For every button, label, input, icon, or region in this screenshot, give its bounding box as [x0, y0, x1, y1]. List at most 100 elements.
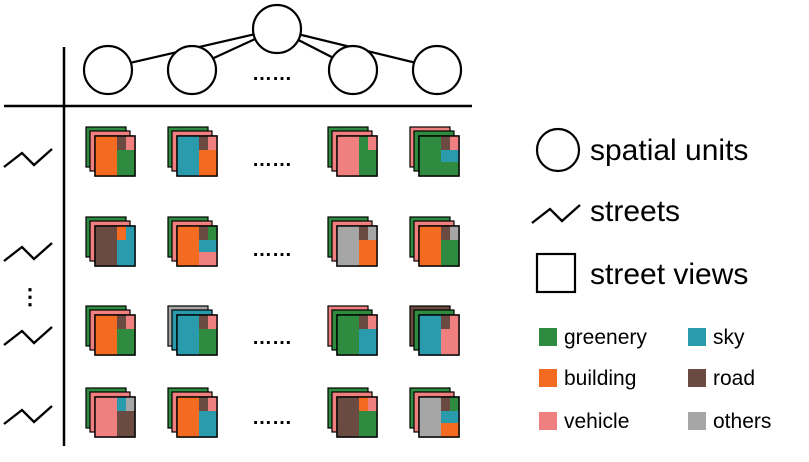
- segment-top-right: [450, 315, 459, 329]
- segment-middle: [359, 240, 377, 252]
- street-view-stack: [167, 126, 218, 177]
- street-view-stack: [167, 305, 218, 356]
- legend-item-road: road: [688, 367, 755, 390]
- street-view-stack: [409, 216, 460, 267]
- road-label: road: [713, 367, 755, 390]
- segment-bottom: [117, 162, 135, 176]
- legend-item-building: building: [539, 367, 636, 390]
- segment-bottom: [359, 252, 377, 266]
- sky-label: sky: [713, 326, 745, 349]
- segment-middle: [117, 329, 135, 341]
- segment-top-left: [359, 136, 368, 150]
- street-view-stack: [167, 387, 218, 438]
- segment-main: [337, 226, 359, 266]
- segment-middle: [117, 411, 135, 423]
- segment-middle: [441, 150, 459, 162]
- street-view-outline: [418, 225, 460, 267]
- segment-main: [177, 397, 199, 437]
- segment-bottom: [441, 162, 459, 176]
- segment-top-right: [208, 315, 217, 329]
- segment-top-right: [208, 136, 217, 150]
- segment-top-left: [117, 136, 126, 150]
- root-spatial-unit: [251, 3, 303, 55]
- street-view-outline: [336, 135, 378, 177]
- street-view-outline: [336, 225, 378, 267]
- segment-top-right: [208, 226, 217, 240]
- street-view-outline: [418, 135, 460, 177]
- vertical-ellipsis: ⋮: [19, 284, 41, 309]
- street-view-outline: [176, 225, 218, 267]
- street-view-stack: [85, 387, 136, 438]
- segment-top-right: [126, 315, 135, 329]
- segment-bottom: [199, 252, 217, 266]
- street-view-outline: [418, 314, 460, 356]
- segment-bottom: [441, 252, 459, 266]
- segment-top-right: [450, 136, 459, 150]
- segment-main: [95, 136, 117, 176]
- segment-middle: [117, 240, 135, 252]
- segment-top-left: [359, 315, 368, 329]
- legend-item-greenery: greenery: [539, 326, 647, 349]
- street-icon: [3, 148, 53, 168]
- segment-top-right: [450, 226, 459, 240]
- segment-top-left: [199, 397, 208, 411]
- street-view-outline: [94, 225, 136, 267]
- streets-label: streets: [590, 195, 680, 228]
- segment-main: [419, 136, 441, 176]
- segment-top-left: [117, 226, 126, 240]
- street-view-outline: [94, 135, 136, 177]
- street-views-label: street views: [590, 258, 748, 291]
- segment-bottom: [199, 341, 217, 355]
- building-swatch: [539, 369, 557, 387]
- street-view-stack: [409, 126, 460, 177]
- segment-middle: [199, 240, 217, 252]
- street-view-stack: [409, 305, 460, 356]
- street-view-stack: [85, 305, 136, 356]
- segment-main: [419, 397, 441, 437]
- segment-top-right: [208, 397, 217, 411]
- street-view-stack: [327, 305, 378, 356]
- segment-top-left: [199, 315, 208, 329]
- street-view-outline: [336, 314, 378, 356]
- spatial-unit-4: [411, 44, 463, 96]
- street-legend-icon: [531, 204, 581, 224]
- street-view-stack: [327, 387, 378, 438]
- segment-top-right: [126, 226, 135, 240]
- segment-top-left: [359, 226, 368, 240]
- street-view-stack: [85, 126, 136, 177]
- segment-main: [337, 397, 359, 437]
- street-view-outline: [94, 314, 136, 356]
- segment-middle: [199, 411, 217, 423]
- spatial-unit-2: [166, 44, 218, 96]
- segment-top-left: [441, 226, 450, 240]
- segment-main: [95, 397, 117, 437]
- others-label: others: [713, 410, 771, 433]
- segment-top-left: [441, 136, 450, 150]
- segment-bottom: [117, 252, 135, 266]
- segment-top-right: [368, 226, 377, 240]
- segment-middle: [359, 329, 377, 341]
- street-view-outline: [94, 396, 136, 438]
- legend-item-sky: sky: [688, 326, 745, 349]
- spatial-unit-tree: [82, 3, 463, 96]
- segment-bottom: [359, 423, 377, 437]
- segment-top-right: [368, 397, 377, 411]
- segment-top-left: [199, 136, 208, 150]
- segment-top-right: [450, 397, 459, 411]
- segment-middle: [441, 329, 459, 341]
- segment-bottom: [199, 423, 217, 437]
- segment-top-left: [117, 397, 126, 411]
- street-view-outline: [336, 396, 378, 438]
- segment-middle: [199, 150, 217, 162]
- street-icon: [3, 242, 53, 262]
- road-swatch: [688, 369, 706, 387]
- segment-top-right: [126, 136, 135, 150]
- segment-middle: [441, 411, 459, 423]
- segment-main: [95, 226, 117, 266]
- segment-middle: [359, 411, 377, 423]
- others-swatch: [688, 412, 706, 430]
- segment-main: [177, 315, 199, 355]
- segment-bottom: [441, 423, 459, 437]
- street-view-outline: [418, 396, 460, 438]
